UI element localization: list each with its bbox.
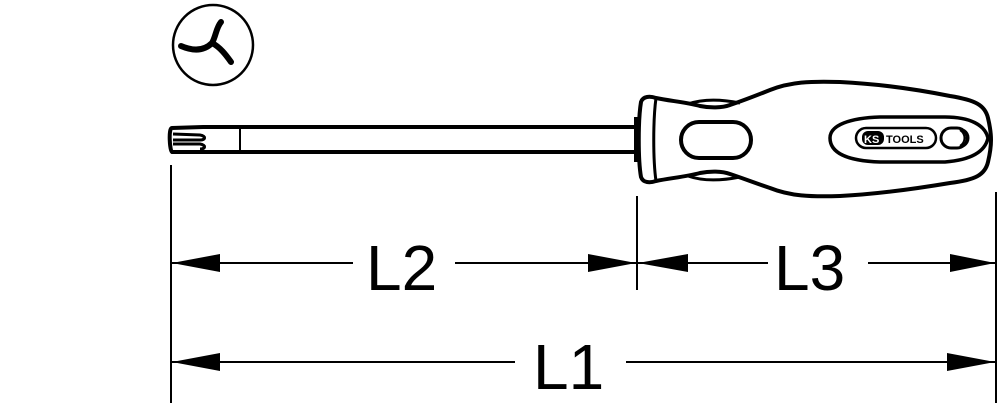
svg-text:L3: L3 — [774, 232, 845, 304]
screwdriver-blade — [167, 125, 637, 154]
dimension-l3: L3 — [637, 232, 996, 304]
svg-text:TOOLS: TOOLS — [886, 134, 924, 146]
screwdriver-handle — [634, 79, 993, 199]
brand-logo: KS TOOLS — [854, 126, 970, 150]
svg-text:KS: KS — [864, 134, 879, 146]
svg-text:L2: L2 — [366, 232, 437, 304]
dimension-l1: L1 — [171, 331, 996, 403]
svg-text:L1: L1 — [533, 331, 604, 403]
extension-lines — [170, 165, 997, 403]
tri-wing-icon — [171, 3, 255, 87]
dimension-l2: L2 — [171, 232, 637, 304]
